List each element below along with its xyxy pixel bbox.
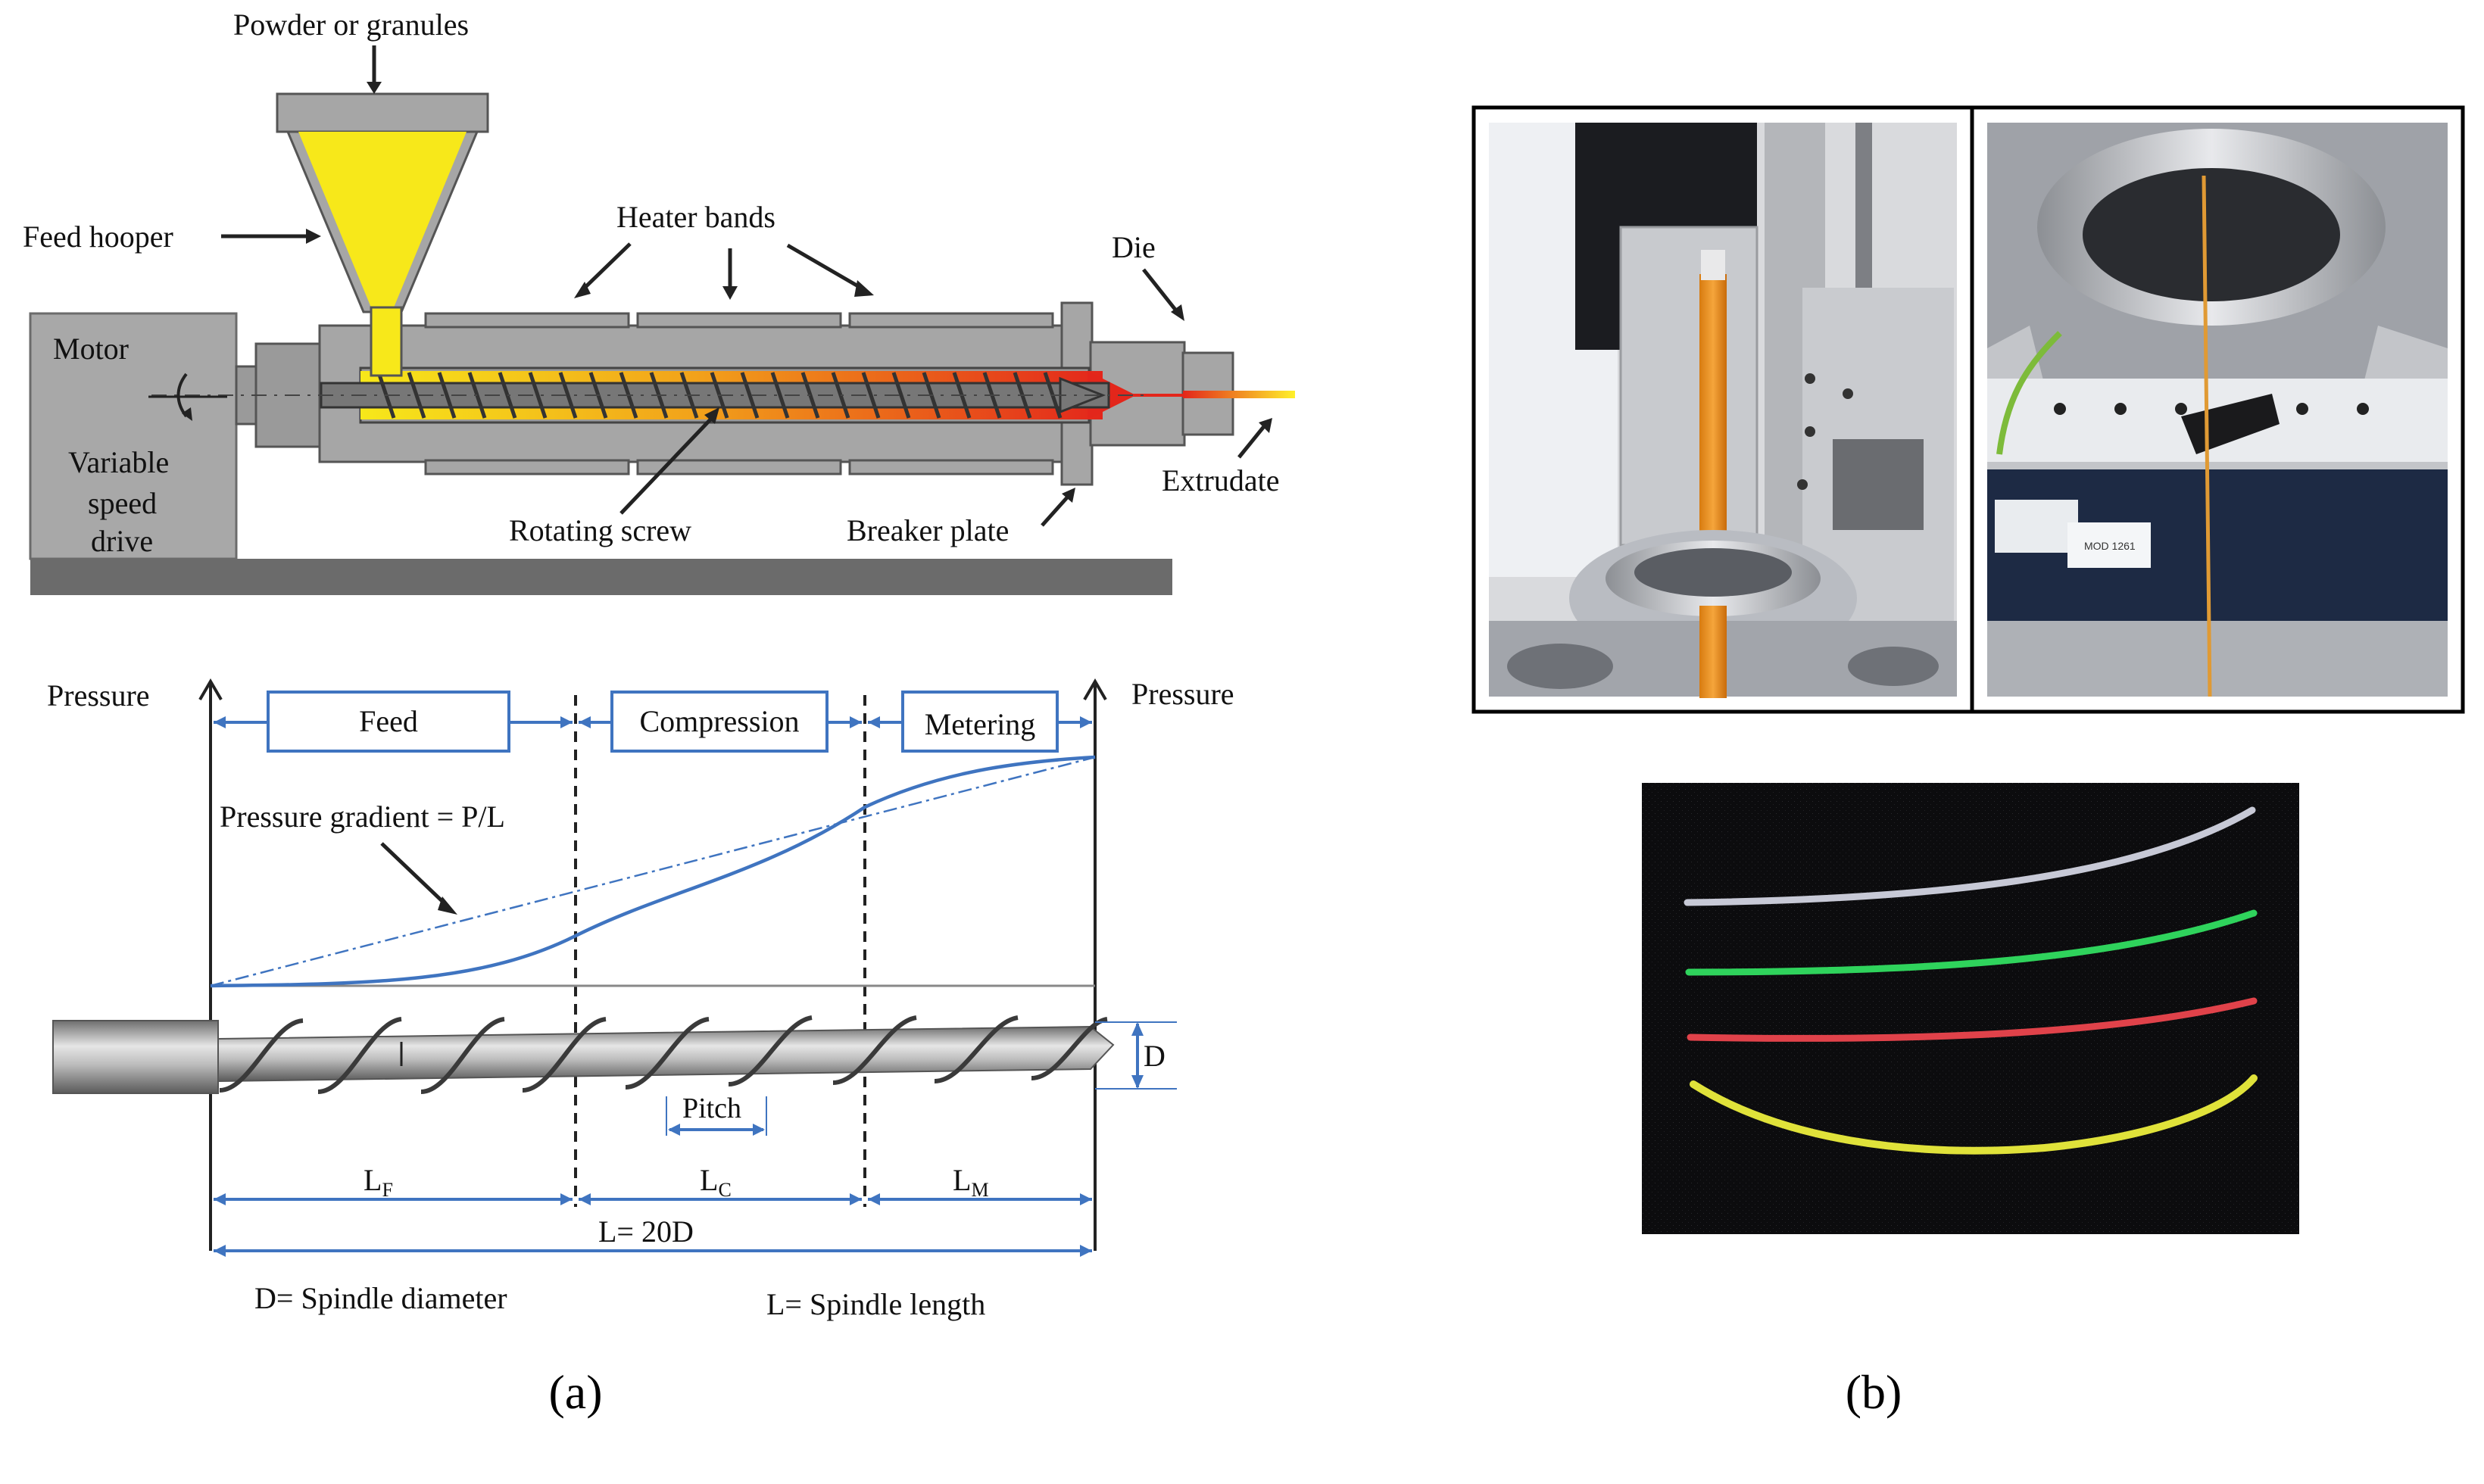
gradient-arrow (380, 842, 448, 907)
filament-samples-photo (1642, 783, 2299, 1234)
rotation-arrowhead-icon (182, 407, 192, 421)
breaker-arrowhead-icon (1062, 488, 1075, 503)
zone-box-compression (610, 691, 829, 753)
heater-band-3 (848, 312, 1054, 329)
feed-arrowhead-icon (306, 229, 321, 244)
heater-arrow-right (786, 243, 865, 292)
total-arrow-left-icon (214, 1245, 226, 1257)
lc-label: LC (700, 1163, 732, 1201)
zone-label-metering: Metering (925, 707, 1036, 741)
length-note: L= Spindle length (766, 1287, 985, 1321)
device-label: MOD 1261 (2084, 540, 2136, 552)
base-plate (30, 559, 1172, 595)
die-arrow (1142, 268, 1180, 315)
screw-arrowhead-icon (704, 407, 719, 424)
hopper-throat (370, 306, 403, 377)
die-label: Die (1112, 230, 1156, 264)
pressure-gradient-label: Pressure gradient = P/L (220, 800, 505, 834)
caption-b: (b) (1846, 1365, 1902, 1419)
zone-dim-arrowheads (214, 716, 1092, 728)
pressure-gradient-line (210, 756, 1096, 987)
breaker-plate-label: Breaker plate (847, 513, 1009, 547)
heater-band-5 (636, 459, 842, 475)
zone-box-feed (267, 691, 510, 753)
motor-box (29, 312, 238, 560)
filament-gray (1684, 806, 2256, 906)
rotating-screw-label: Rotating screw (509, 513, 691, 547)
motor-label: Motor (53, 332, 129, 366)
zone-box-metering (901, 691, 1059, 753)
photo-panel: MOD 1261 (1471, 105, 2465, 1234)
extrudate-arrow (1237, 424, 1266, 459)
total-length-label: L= 20D (598, 1214, 694, 1249)
extrudate-label: Extrudate (1162, 463, 1280, 497)
screw-shank (52, 1020, 219, 1094)
screw-arrow (619, 416, 713, 515)
extrudate-arrowhead-icon (1259, 418, 1272, 433)
d-dim-arrow-top-icon (1131, 1022, 1144, 1036)
powder-label: Powder or granules (233, 8, 469, 42)
feed-hooper-label: Feed hooper (23, 220, 173, 254)
caption-a: (a) (548, 1365, 602, 1419)
filament-strand-right (2202, 175, 2212, 697)
heater-band-4 (424, 459, 630, 475)
pressure-curve (210, 755, 1096, 988)
filament-green (1685, 909, 2258, 976)
filament-yellow (1690, 1074, 2258, 1155)
drive-label-line3: drive (91, 524, 153, 558)
heater-band-1 (424, 312, 630, 329)
right-axis-arrowhead-icon (1083, 678, 1107, 701)
total-arrow-right-icon (1080, 1245, 1092, 1257)
heater-arrowhead-right-icon (854, 280, 874, 297)
d-dim-arrow-bottom-icon (1131, 1075, 1144, 1089)
pitch-arrow-left-icon (668, 1124, 680, 1136)
heater-band-6 (848, 459, 1054, 475)
drive-label-line2: speed (88, 486, 157, 520)
heater-arrowhead-left-icon (574, 282, 591, 298)
lm-label: LM (953, 1163, 989, 1201)
filament-red (1687, 997, 2258, 1042)
extruder-diagram: Powder or granules Feed hooper Heater ba… (23, 8, 1295, 595)
heater-band-2 (636, 312, 842, 329)
lf-label: LF (364, 1163, 393, 1201)
powder-arrowhead-icon (367, 82, 382, 94)
breaker-arrow (1041, 495, 1069, 527)
die-melt-cone (1088, 371, 1184, 419)
zone-label-feed: Feed (359, 704, 418, 738)
hopper-rim (276, 92, 489, 133)
zone-label-compression: Compression (639, 704, 799, 738)
drive-label-line1: Variable (68, 445, 169, 479)
diameter-note: D= Spindle diameter (254, 1281, 507, 1315)
photo-right-measurement: MOD 1261 (1987, 123, 2448, 697)
pressure-left-label: Pressure (47, 678, 150, 712)
left-axis-arrowhead-icon (198, 678, 223, 701)
l-dim-arrowheads (214, 1193, 1092, 1205)
heater-arrowhead-mid-icon (722, 286, 738, 300)
gradient-arrowhead-icon (438, 896, 457, 915)
heater-arrow-left (582, 242, 632, 291)
pressure-diagram: Pressure Pressure Feed Compression Meter… (47, 677, 1234, 1321)
photo-left-extruder (1489, 123, 1957, 698)
heater-bands-label: Heater bands (616, 200, 775, 234)
hopper-material (298, 132, 467, 307)
pressure-right-label: Pressure (1131, 677, 1234, 711)
d-label: D (1144, 1039, 1166, 1073)
pitch-label: Pitch (682, 1093, 741, 1124)
extrudate-stream (1183, 391, 1295, 398)
die-arrowhead-icon (1171, 304, 1184, 321)
pitch-arrow-right-icon (753, 1124, 765, 1136)
